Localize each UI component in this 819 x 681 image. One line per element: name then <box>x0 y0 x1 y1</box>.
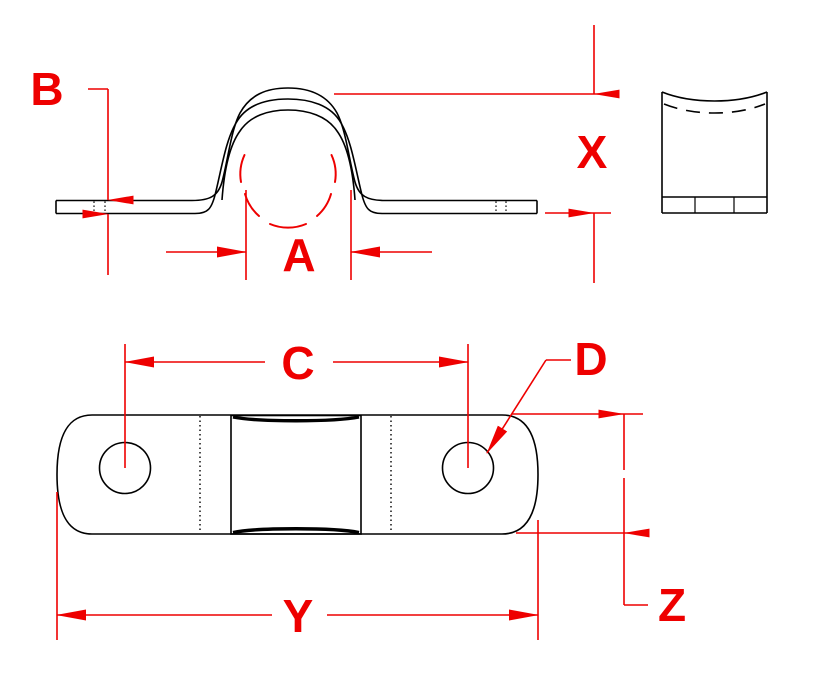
dimension-x-label: X <box>577 126 608 178</box>
side-view-inner-curve <box>663 103 766 114</box>
dimension-z-label: Z <box>658 579 686 631</box>
pipe-bore-phantom-circle <box>239 154 337 229</box>
dimension-b <box>82 88 134 275</box>
plan-view <box>56 414 539 535</box>
dimension-y-label: Y <box>283 590 314 642</box>
dimension-b-label: B <box>30 63 63 115</box>
dimension-a-label: A <box>282 229 315 281</box>
saddle-crown-outline <box>230 414 362 535</box>
dimension-c-label: C <box>281 337 314 389</box>
front-elevation-view <box>55 87 538 229</box>
side-end-view <box>661 91 768 214</box>
saddle-bore-arc <box>221 109 356 201</box>
dimension-d <box>486 359 571 454</box>
dimension-d-label: D <box>574 333 607 385</box>
plate-outline <box>56 414 539 535</box>
saddle-outer-profile <box>56 87 537 202</box>
dimension-c <box>124 344 469 468</box>
crown-edge-top <box>232 415 360 423</box>
saddle-inner-profile <box>56 98 537 215</box>
side-view-top-curve <box>661 91 768 102</box>
crown-edge-bottom <box>232 527 360 535</box>
dimension-x <box>334 25 620 283</box>
dimension-y <box>56 492 539 640</box>
dimension-z <box>512 409 650 606</box>
dimension-a <box>166 190 432 280</box>
dimension-d-leader-angled <box>486 359 547 454</box>
